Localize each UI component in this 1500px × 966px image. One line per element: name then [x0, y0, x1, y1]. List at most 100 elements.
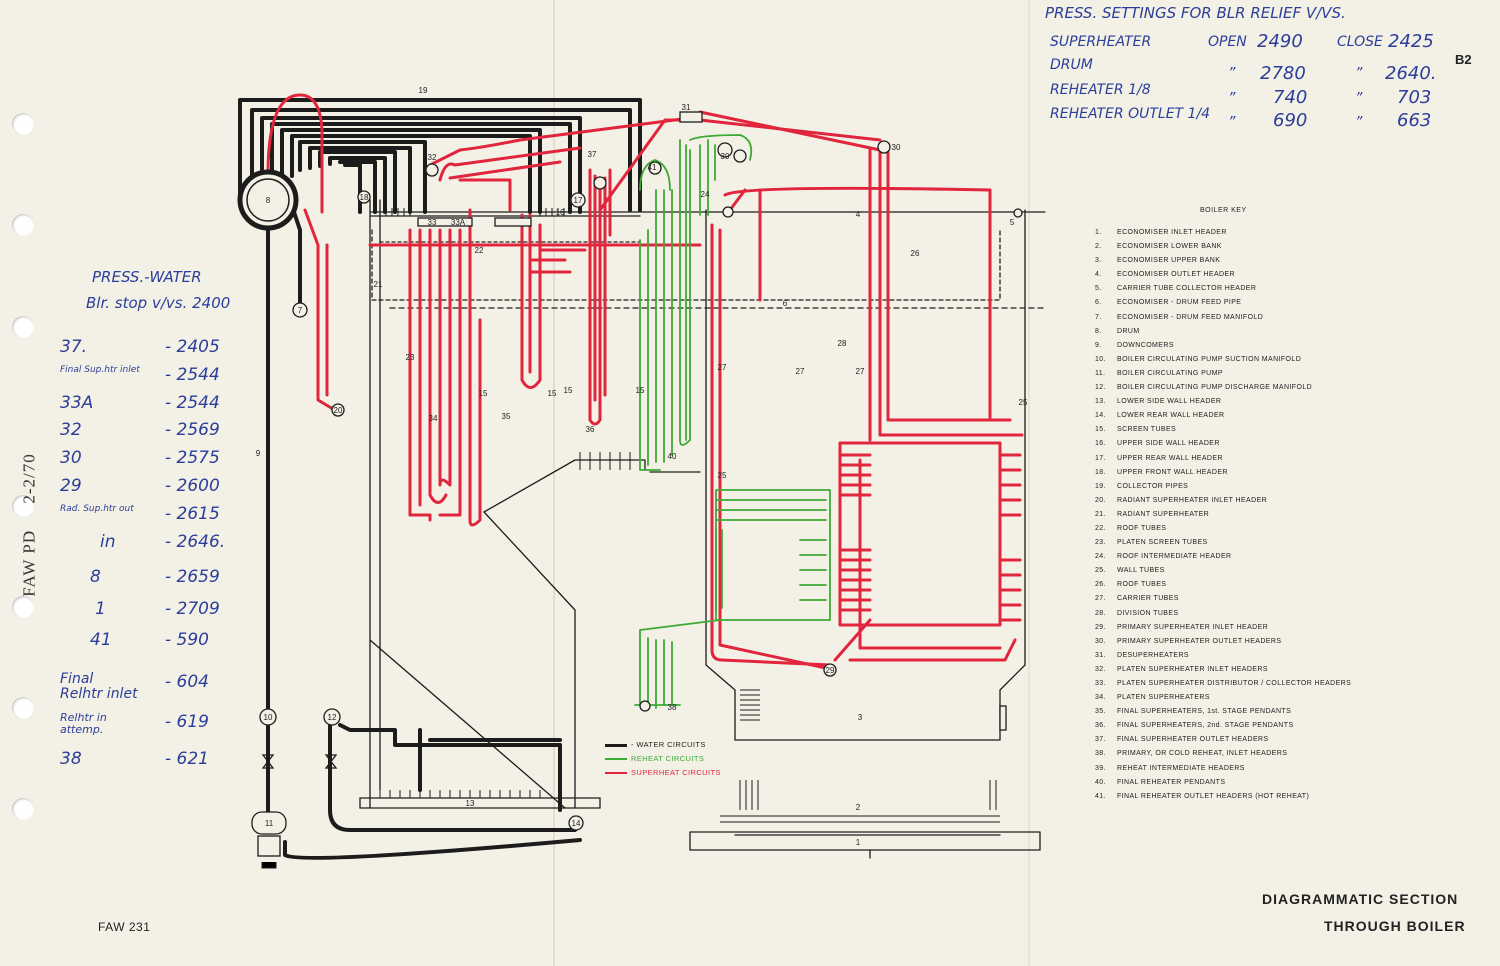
boiler-key-number: 8. — [1095, 327, 1102, 335]
boiler-key-label: FINAL REHEATER OUTLET HEADERS (HOT REHEA… — [1117, 792, 1310, 800]
boiler-key-number: 34. — [1095, 694, 1106, 702]
diagram-label: 3 — [858, 713, 863, 722]
boiler-key-item: 34.PLATEN SUPERHEATERS — [1095, 691, 1425, 705]
diagram-label: 15 — [548, 389, 557, 398]
diagram-label: 34 — [429, 414, 438, 423]
press-water-title: PRESS.-WATER — [92, 268, 202, 286]
boiler-key-label: PLATEN SUPERHEATER DISTRIBUTOR / COLLECT… — [1117, 680, 1352, 687]
boiler-key-item: 27.CARRIER TUBES — [1095, 592, 1425, 606]
boiler-key-label: ECONOMISER UPPER BANK — [1117, 257, 1221, 265]
boiler-key-item: 2.ECONOMISER LOWER BANK — [1095, 240, 1425, 254]
boiler-key-label: LOWER REAR WALL HEADER — [1117, 412, 1225, 420]
boiler-key-item: 31.DESUPERHEATERS — [1095, 649, 1425, 663]
boiler-key-label: DIVISION TUBES — [1117, 609, 1179, 617]
pw-entry-label: 33A — [60, 393, 94, 413]
boiler-key-item: 6. ECONOMISER - DRUM FEED PIPE — [1095, 296, 1425, 310]
boiler-key-item: 13.LOWER SIDE WALL HEADER — [1095, 395, 1425, 409]
boiler-key-item: 1.ECONOMISER INLET HEADER — [1095, 226, 1425, 240]
pw-entry-label: 29 — [60, 476, 82, 496]
relief-close-label: „ — [1357, 82, 1365, 98]
boiler-key-number: 12. — [1095, 384, 1106, 392]
relief-close-label: „ — [1357, 106, 1365, 122]
boiler-key-label: FINAL SUPERHEATERS, 1st. STAGE PENDANTS — [1117, 708, 1292, 716]
boiler-key-label: RADIANT SUPERHEATER — [1117, 510, 1210, 518]
diagram-label: 27 — [718, 363, 727, 372]
boiler-key-number: 17. — [1095, 454, 1106, 462]
boiler-key-number: 20. — [1095, 496, 1106, 504]
binder-hole — [12, 495, 34, 517]
boiler-key-label: FINAL SUPERHEATER OUTLET HEADERS — [1117, 736, 1269, 744]
pw-entry-value: - 2709 — [165, 599, 220, 619]
legend-item-superheat: SUPERHEAT CIRCUITS — [605, 766, 721, 780]
boiler-key-item: 19.COLLECTOR PIPES — [1095, 480, 1425, 494]
relief-row-name: REHEATER OUTLET 1/4 — [1050, 106, 1211, 122]
pw-entry-value: - 2569 — [165, 420, 220, 440]
water-circuits — [238, 98, 642, 860]
legend-swatch — [605, 743, 627, 747]
boiler-key-label: PLATEN SUPERHEATER INLET HEADERS — [1117, 665, 1268, 673]
diagram-label: 30 — [892, 143, 901, 152]
boiler-key-item: 9.DOWNCOMERS — [1095, 339, 1425, 353]
pw-entry-label: in — [100, 532, 116, 552]
boiler-key-number: 32. — [1095, 665, 1106, 673]
boiler-key-label: ECONOMISER - DRUM FEED MANIFOLD — [1117, 313, 1264, 321]
diagram-label: 8 — [266, 196, 271, 205]
side-stamp: FAW PD 2-2/70 — [19, 453, 39, 597]
boiler-key-number: 7. — [1095, 313, 1102, 321]
boiler-key-number: 6. — [1095, 299, 1102, 307]
pw-entry-label: 37. — [60, 337, 88, 357]
page-fold — [553, 0, 555, 966]
pw-entry-label: Final Sup.htr inlet — [60, 365, 140, 375]
binder-hole — [12, 697, 34, 719]
boiler-key-number: 26. — [1095, 581, 1106, 589]
boiler-key-label: BOILER CIRCULATING PUMP SUCTION MANIFOLD — [1117, 355, 1302, 363]
boiler-key-item: 26.ROOF TUBES — [1095, 578, 1425, 592]
relief-close-value: 2425 — [1388, 31, 1434, 52]
pw-entry-value: - 2615 — [165, 504, 220, 524]
boiler-key-number: 14. — [1095, 412, 1106, 420]
pw-entry-value: - 2646. — [165, 532, 226, 552]
boiler-key-item: 20.RADIANT SUPERHEATER INLET HEADER — [1095, 494, 1425, 508]
relief-open-value: 2490 — [1257, 31, 1303, 52]
diagram-label: 28 — [838, 339, 847, 348]
binder-hole — [12, 596, 34, 618]
relief-close-value: 663 — [1397, 110, 1432, 131]
diagram-label: 15 — [564, 386, 573, 395]
superheat-circuits — [266, 93, 1024, 672]
boiler-key-label: PLATEN SCREEN TUBES — [1117, 539, 1208, 547]
diagram-label: 15 — [636, 386, 645, 395]
boiler-key-item: 22.ROOF TUBES — [1095, 522, 1425, 536]
legend-swatch — [605, 758, 627, 761]
boiler-key-item: 14. LOWER REAR WALL HEADER — [1095, 409, 1425, 423]
boiler-key-label: PRIMARY SUPERHEATER OUTLET HEADERS — [1117, 637, 1282, 645]
legend-label: SUPERHEAT CIRCUITS — [631, 768, 721, 777]
binder-hole — [12, 113, 34, 135]
boiler-key-label: ECONOMISER - DRUM FEED PIPE — [1117, 299, 1242, 307]
form-number: FAW 231 — [98, 920, 151, 934]
boiler-key-label: UPPER REAR WALL HEADER — [1117, 454, 1223, 462]
relief-valve-settings: PRESS. SETTINGS FOR BLR RELIEF V/VS. SUP… — [1045, 2, 1465, 137]
diagram-label: 27 — [796, 367, 805, 376]
boiler-key-number: 13. — [1095, 398, 1106, 406]
boiler-key-item: 4. ECONOMISER OUTLET HEADER — [1095, 268, 1425, 282]
pw-entry-value: - 2405 — [165, 337, 220, 357]
boiler-key-label: WALL TUBES — [1117, 567, 1165, 575]
relief-close-value: 2640. — [1385, 63, 1437, 84]
boiler-key-number: 40. — [1095, 778, 1106, 786]
drum-and-headers — [237, 111, 1023, 869]
pw-entry-label: Relhtr in attemp. — [60, 711, 107, 736]
pw-entry-label: 8 — [90, 567, 101, 587]
pw-entry-label: 1 — [95, 599, 106, 619]
pw-entry-label: Final Relhtr inlet — [60, 671, 138, 702]
diagram-label: 22 — [475, 246, 484, 255]
pw-entry-label: 32 — [60, 420, 82, 440]
boiler-key-number: 4. — [1095, 271, 1102, 279]
relief-open-label: „ — [1230, 82, 1238, 98]
boiler-key-number: 23. — [1095, 539, 1106, 547]
legend-item-reheat: REHEAT CIRCUITS — [605, 752, 721, 766]
boiler-key-label: ECONOMISER OUTLET HEADER — [1117, 271, 1235, 279]
pw-entry-value: - 2544 — [165, 393, 220, 413]
diagram-label: 13 — [466, 799, 475, 808]
diagram-label: 5 — [1010, 218, 1015, 227]
